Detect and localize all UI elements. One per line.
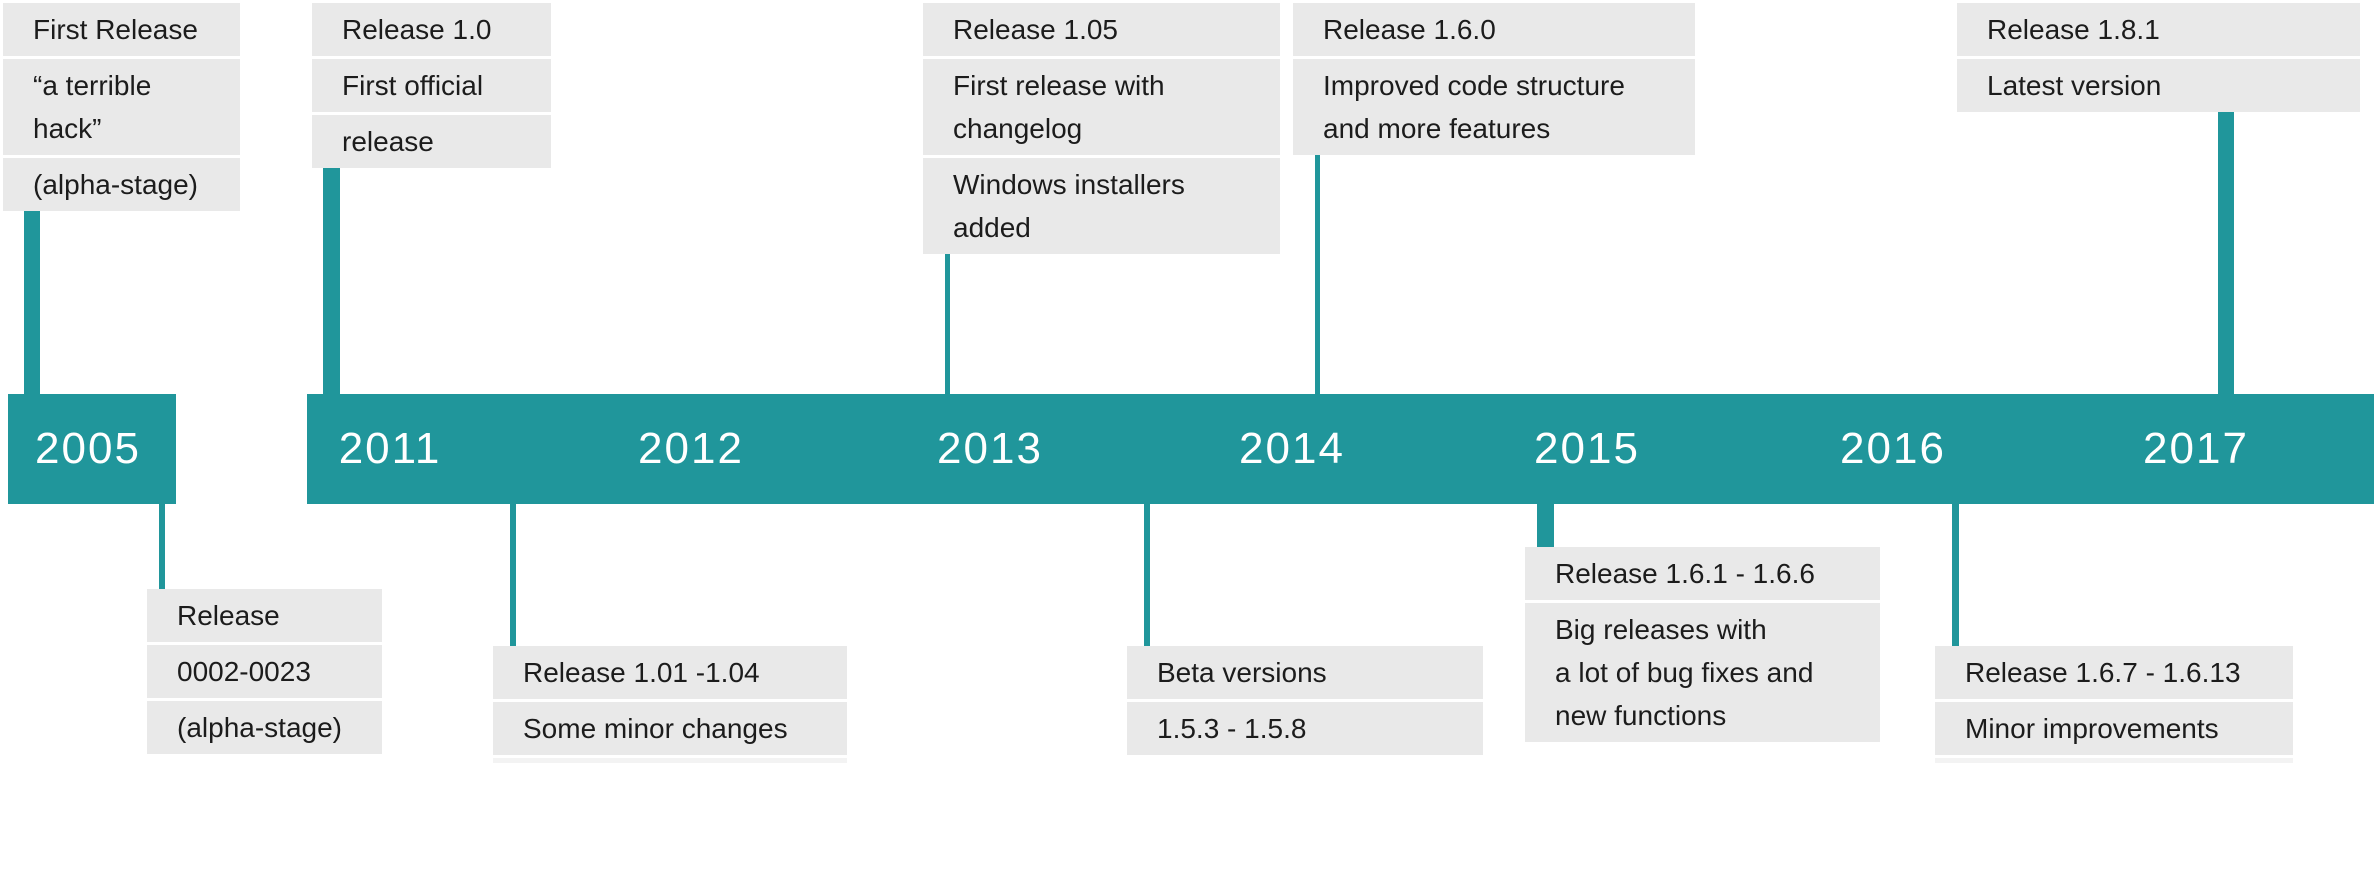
callout-row: Some minor changes <box>493 702 847 755</box>
connector-above-2011 <box>323 155 340 394</box>
connector-below-2013 <box>1144 504 1150 650</box>
callout-above-2014-release-1-6-0: Release 1.6.0 Improved code structure an… <box>1293 3 1695 158</box>
callout-above-2005-first-release: First Release “a terrible hack” (alpha-s… <box>3 3 240 214</box>
callout-row: First Release <box>3 3 240 56</box>
callout-row: Release 1.01 -1.04 <box>493 646 847 699</box>
connector-above-2014 <box>1315 150 1320 394</box>
callout-above-2011-release-1-0: Release 1.0 First official release <box>312 3 551 171</box>
connector-below-2015 <box>1537 504 1554 551</box>
year-label-2014: 2014 <box>1239 424 1345 473</box>
connector-below-2005 <box>159 504 165 594</box>
callout-row: Beta versions <box>1127 646 1483 699</box>
callout-row: First release with changelog <box>923 59 1280 155</box>
connector-above-2017 <box>2218 100 2234 394</box>
callout-row: “a terrible hack” <box>3 59 240 155</box>
callout-row: First official <box>312 59 551 112</box>
year-label-2005: 2005 <box>35 424 141 473</box>
year-label-2011: 2011 <box>338 424 442 473</box>
callout-row: Windows installers added <box>923 158 1280 254</box>
callout-row: Release 1.6.0 <box>1293 3 1695 56</box>
callout-below-2011-release-1-01: Release 1.01 -1.04 Some minor changes <box>493 646 847 763</box>
callout-below-2005-alpha-releases: Release 0002-0023 (alpha-stage) <box>147 589 382 757</box>
callout-row: (alpha-stage) <box>3 158 240 211</box>
callout-row: Release 1.0 <box>312 3 551 56</box>
callout-above-2013-release-1-05: Release 1.05 First release with changelo… <box>923 3 1280 257</box>
year-label-2013: 2013 <box>937 424 1043 473</box>
callout-above-2017-release-1-8-1: Release 1.8.1 Latest version <box>1957 3 2360 115</box>
callout-below-2015-release-1-6-1: Release 1.6.1 - 1.6.6 Big releases with … <box>1525 547 1880 745</box>
timeline-bar-main-segment <box>307 394 2374 504</box>
connector-below-2016 <box>1952 504 1959 650</box>
callout-row: Improved code structure and more feature… <box>1293 59 1695 155</box>
year-label-2012: 2012 <box>638 424 744 473</box>
callout-row: Latest version <box>1957 59 2360 112</box>
year-label-2016: 2016 <box>1840 424 1946 473</box>
callout-row: (alpha-stage) <box>147 701 382 754</box>
year-label-2017: 2017 <box>2143 424 2249 473</box>
callout-row: Minor improvements <box>1935 702 2293 755</box>
callout-row: 0002-0023 <box>147 645 382 698</box>
callout-row: release <box>312 115 551 168</box>
timeline-bar-2005-segment <box>8 394 176 504</box>
callout-row: Release 1.6.1 - 1.6.6 <box>1525 547 1880 600</box>
callout-row: Release 1.6.7 - 1.6.13 <box>1935 646 2293 699</box>
year-label-2015: 2015 <box>1534 424 1640 473</box>
callout-row: Release 1.8.1 <box>1957 3 2360 56</box>
callout-row: Release <box>147 589 382 642</box>
callout-row: Big releases with a lot of bug fixes and… <box>1525 603 1880 742</box>
callout-row: Release 1.05 <box>923 3 1280 56</box>
connector-above-2013 <box>945 235 950 394</box>
connector-below-2011 <box>510 504 516 650</box>
callout-below-2016-release-1-6-7: Release 1.6.7 - 1.6.13 Minor improvement… <box>1935 646 2293 763</box>
callout-below-2013-beta-versions: Beta versions 1.5.3 - 1.5.8 <box>1127 646 1483 758</box>
connector-above-2005 <box>24 185 40 394</box>
callout-row: 1.5.3 - 1.5.8 <box>1127 702 1483 755</box>
